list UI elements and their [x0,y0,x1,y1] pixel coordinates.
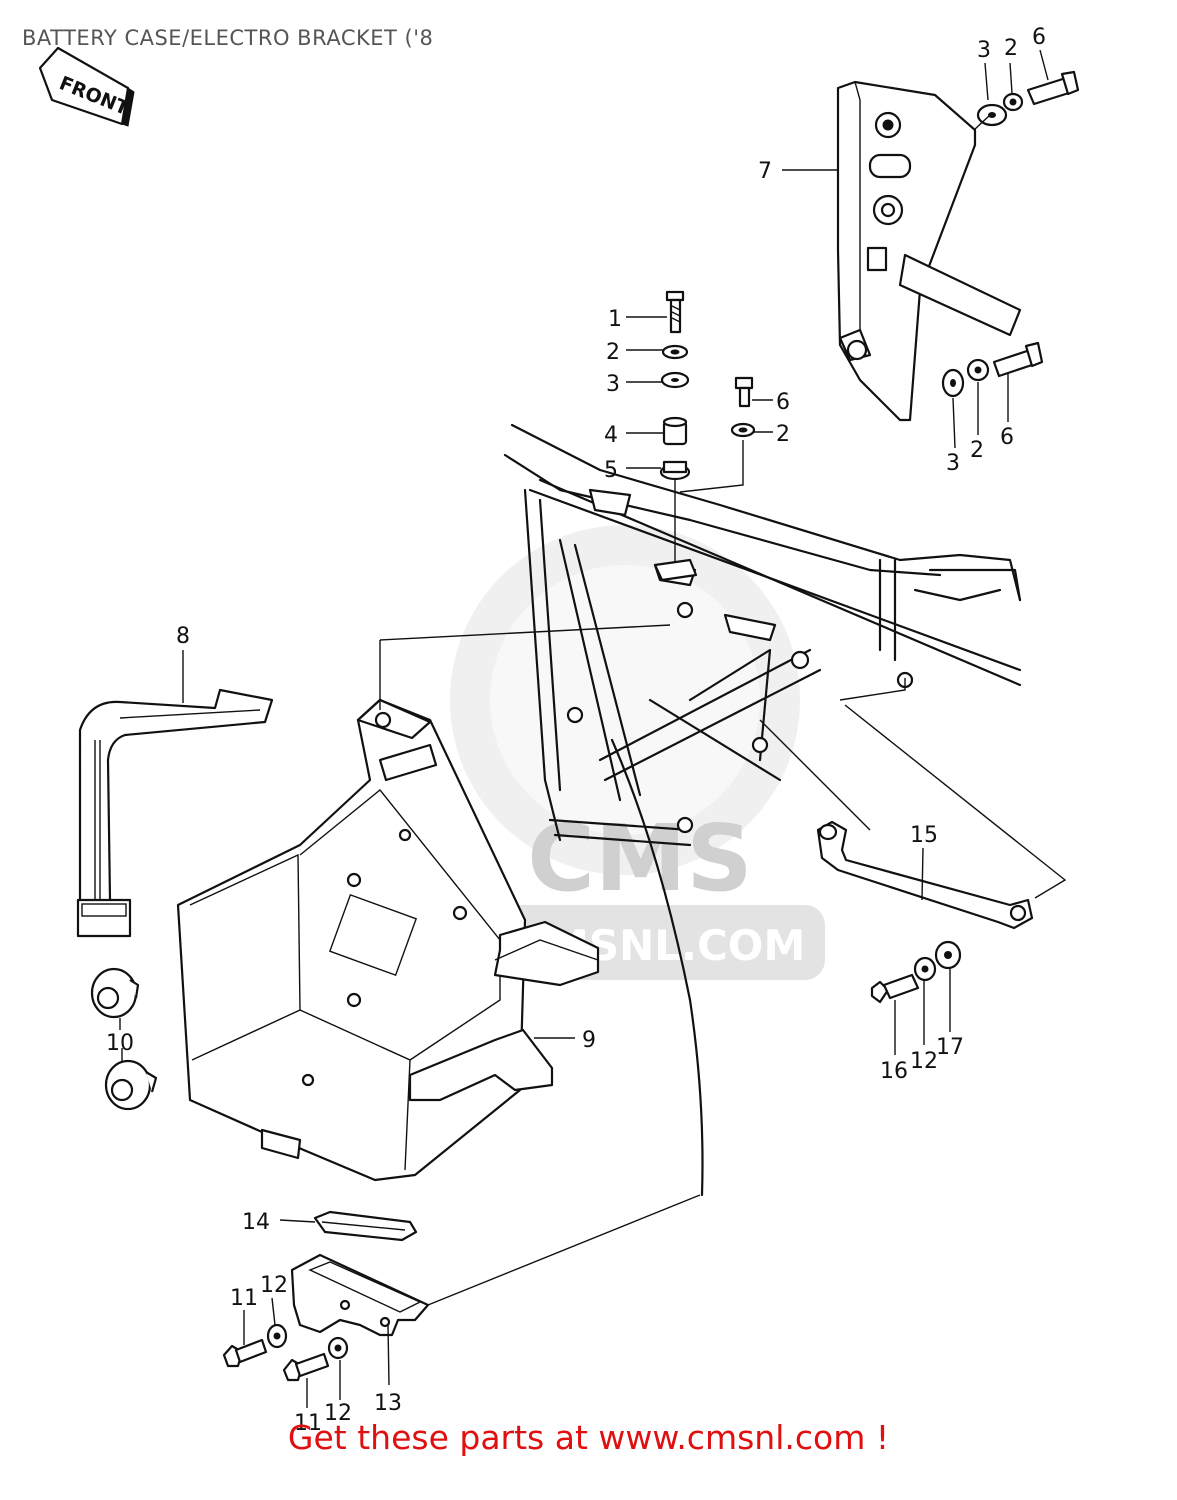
callout-2: 2 [606,340,620,365]
callout-11: 11 [294,1411,322,1436]
callout-10: 10 [106,1031,134,1056]
lower-bracket [222,1194,701,1382]
callout-17: 17 [936,1035,964,1060]
callout-14: 14 [242,1210,270,1235]
callout-3: 3 [606,372,620,397]
callout-16: 16 [880,1059,908,1084]
callout-2: 2 [776,422,790,447]
leader-lines [119,49,1049,1408]
stay-bar [759,678,1067,1004]
callout-8: 8 [176,624,190,649]
battery-strap [76,688,274,938]
callout-6: 6 [1032,25,1046,50]
callout-labels: 1 2 3 4 5 6 2 3 2 6 7 3 2 6 8 9 10 11 12… [106,25,1046,1436]
cable [610,738,704,1197]
grommets [90,967,158,1111]
callout-9: 9 [582,1028,596,1053]
watermark-brand: CMS [527,805,752,912]
callout-6: 6 [776,390,790,415]
callout-11: 11 [230,1286,258,1311]
callout-12: 12 [910,1049,938,1074]
battery-case [176,698,600,1182]
callout-7: 7 [758,159,772,184]
callout-4: 4 [604,423,618,448]
callout-1: 1 [608,307,622,332]
electro-bracket [836,70,1080,422]
callout-2: 2 [970,438,984,463]
callout-2: 2 [1004,36,1018,61]
cta-link[interactable]: Get these parts at www.cmsnl.com ! [287,1418,890,1457]
callout-3: 3 [946,451,960,476]
front-arrow-icon: FRONT [38,46,135,127]
callout-12: 12 [260,1273,288,1298]
callout-6: 6 [1000,425,1014,450]
callout-12: 12 [324,1401,352,1426]
callout-3: 3 [977,38,991,63]
callout-5: 5 [604,458,618,483]
diagram-title: BATTERY CASE/ELECTRO BRACKET ('8 [22,26,434,50]
callout-13: 13 [374,1391,402,1416]
callout-15: 15 [910,823,938,848]
